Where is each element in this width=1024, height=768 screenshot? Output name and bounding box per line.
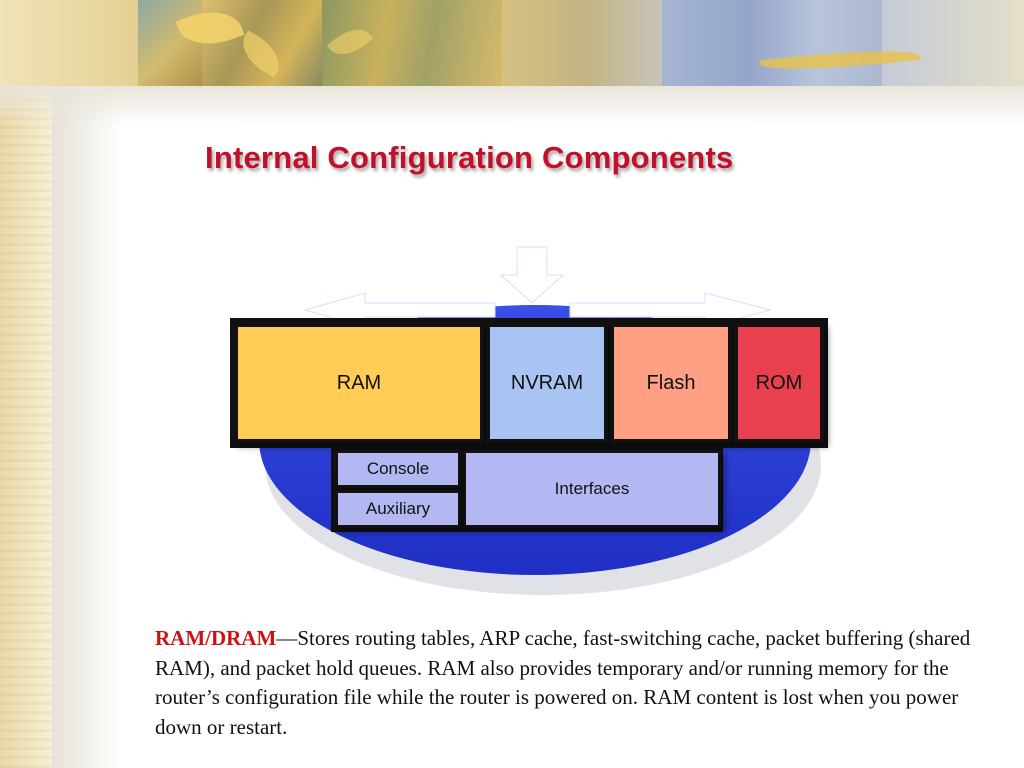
router-components-diagram: RAM NVRAM Flash ROM Console Auxiliary In… (225, 235, 845, 605)
banner-tile (502, 0, 662, 86)
description-paragraph: RAM/DRAM—Stores routing tables, ARP cach… (155, 624, 1005, 742)
banner-tile (882, 0, 1024, 86)
banner-tile (662, 0, 882, 86)
nvram-label: NVRAM (510, 371, 584, 394)
interfaces-label: Interfaces (554, 479, 630, 498)
rom-component: ROM (734, 323, 824, 443)
auxiliary-label: Auxiliary (365, 499, 431, 518)
down-arrow-icon (499, 246, 565, 304)
console-label: Console (366, 459, 430, 478)
page-title: Internal Configuration Components (205, 140, 734, 175)
rom-label: ROM (755, 371, 803, 394)
nvram-component: NVRAM (486, 323, 608, 443)
flash-component: Flash (610, 323, 732, 443)
ram-component: RAM (234, 323, 484, 443)
left-decorative-strip (0, 0, 52, 768)
left-shadow-fade (52, 0, 122, 768)
banner-tile (138, 0, 202, 86)
term-description: —Stores routing tables, ARP cache, fast-… (155, 626, 971, 739)
term-label: RAM/DRAM (155, 626, 277, 650)
ram-label: RAM (336, 371, 382, 394)
interfaces-port: Interfaces (463, 450, 721, 528)
flash-label: Flash (646, 371, 696, 394)
auxiliary-port: Auxiliary (335, 490, 461, 528)
console-port: Console (335, 450, 461, 488)
banner-fade (0, 86, 1024, 126)
